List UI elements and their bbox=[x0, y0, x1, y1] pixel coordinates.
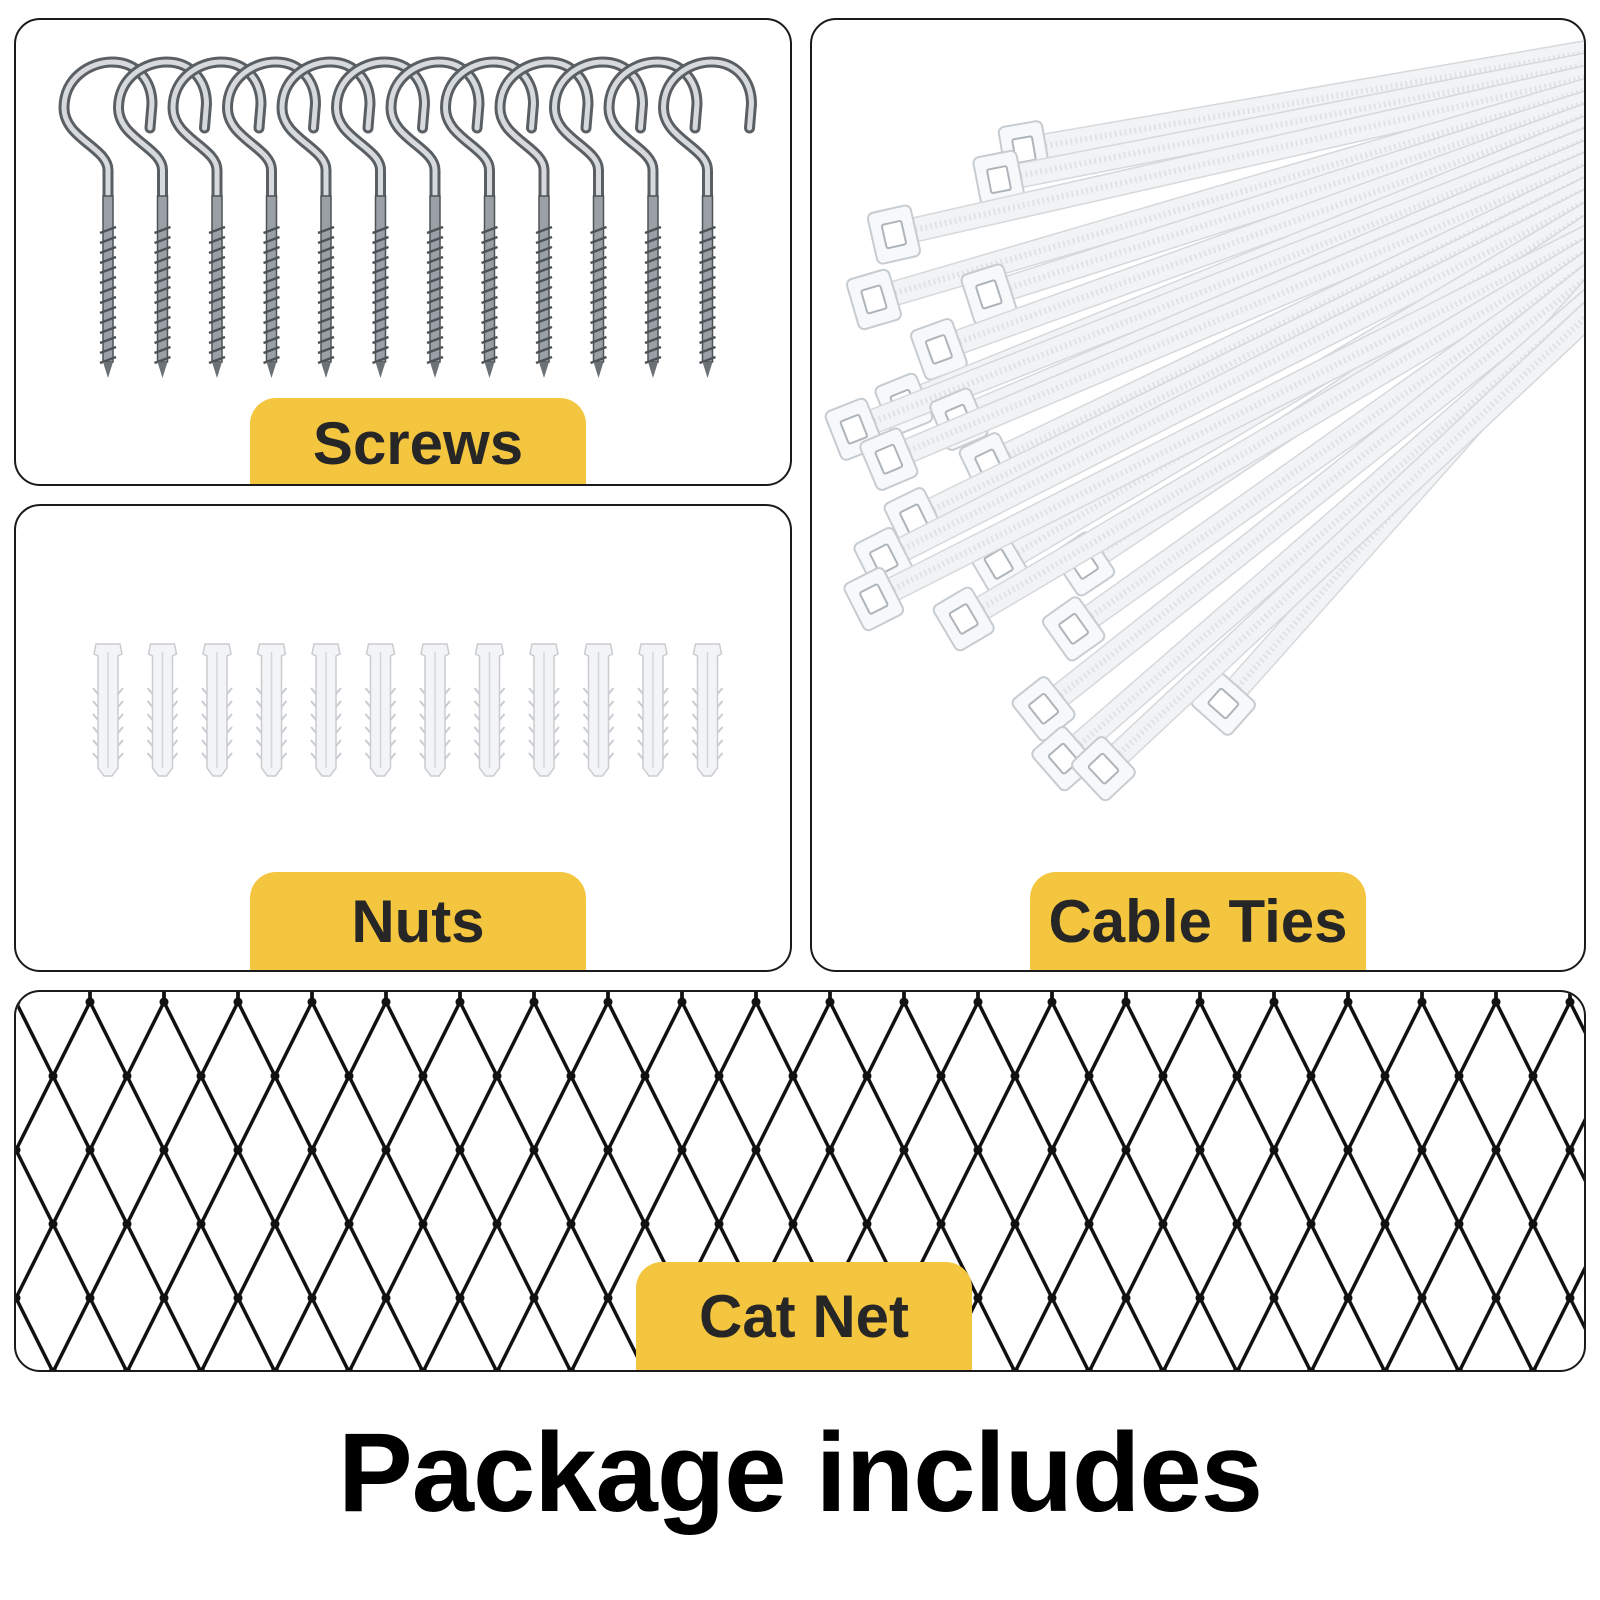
cable-tie-icon bbox=[972, 45, 1584, 210]
screw-hook-icon bbox=[548, 56, 649, 378]
cable-ties-image bbox=[824, 33, 1584, 802]
cable-tie-icon bbox=[859, 138, 1584, 491]
cable-tie-icon bbox=[1011, 243, 1584, 742]
wall-anchor-icon bbox=[528, 643, 560, 777]
nuts-label: Nuts bbox=[250, 872, 586, 970]
screws-label: Screws bbox=[250, 398, 586, 484]
screw-hooks-image bbox=[58, 56, 758, 378]
cable-tie-icon bbox=[910, 90, 1584, 381]
screw-hook-icon bbox=[494, 56, 594, 378]
wall-anchor-icon bbox=[419, 643, 451, 777]
wall-anchors-image bbox=[92, 643, 724, 777]
nuts-panel: Nuts bbox=[14, 504, 792, 972]
wall-anchor-icon bbox=[364, 643, 397, 777]
wall-anchor-icon bbox=[146, 643, 179, 777]
cable-tie-icon bbox=[960, 79, 1584, 326]
wall-anchor-icon bbox=[201, 643, 233, 777]
wall-anchor-icon bbox=[582, 643, 615, 777]
cat-net-panel: Cat Net bbox=[14, 990, 1586, 1372]
screw-hook-icon bbox=[657, 56, 758, 378]
wall-anchor-icon bbox=[691, 643, 724, 777]
screw-hook-icon bbox=[603, 56, 703, 378]
wall-anchor-icon bbox=[255, 643, 288, 777]
screw-hook-icon bbox=[167, 56, 267, 378]
screw-hook-icon bbox=[330, 56, 431, 378]
screw-hook-icon bbox=[221, 56, 322, 378]
wall-anchor-icon bbox=[473, 643, 506, 777]
cat-net-image bbox=[16, 992, 1584, 1370]
net-mesh-icon bbox=[16, 992, 1584, 1370]
cable-tie-icon bbox=[866, 56, 1584, 265]
cable-tie-icon bbox=[1042, 231, 1584, 662]
screw-hook-icon bbox=[112, 56, 213, 378]
cable-tie-icon bbox=[932, 220, 1584, 652]
wall-anchor-icon bbox=[310, 643, 342, 777]
screw-hook-icon bbox=[58, 56, 158, 378]
cable-tie-icon bbox=[1071, 278, 1584, 802]
wall-anchor-icon bbox=[637, 643, 669, 777]
screws-panel: Screws bbox=[14, 18, 792, 486]
cable-ties-panel: Cable Ties bbox=[810, 18, 1586, 972]
cable-tie-icon bbox=[843, 209, 1584, 632]
wall-anchor-icon bbox=[92, 643, 124, 777]
package-includes-title: Package includes bbox=[337, 1410, 1263, 1535]
cable-ties-label: Cable Ties bbox=[1030, 872, 1366, 970]
screw-hook-icon bbox=[276, 56, 376, 378]
cat-net-label: Cat Net bbox=[636, 1262, 972, 1370]
screw-hook-icon bbox=[439, 56, 540, 378]
screw-hook-icon bbox=[385, 56, 485, 378]
